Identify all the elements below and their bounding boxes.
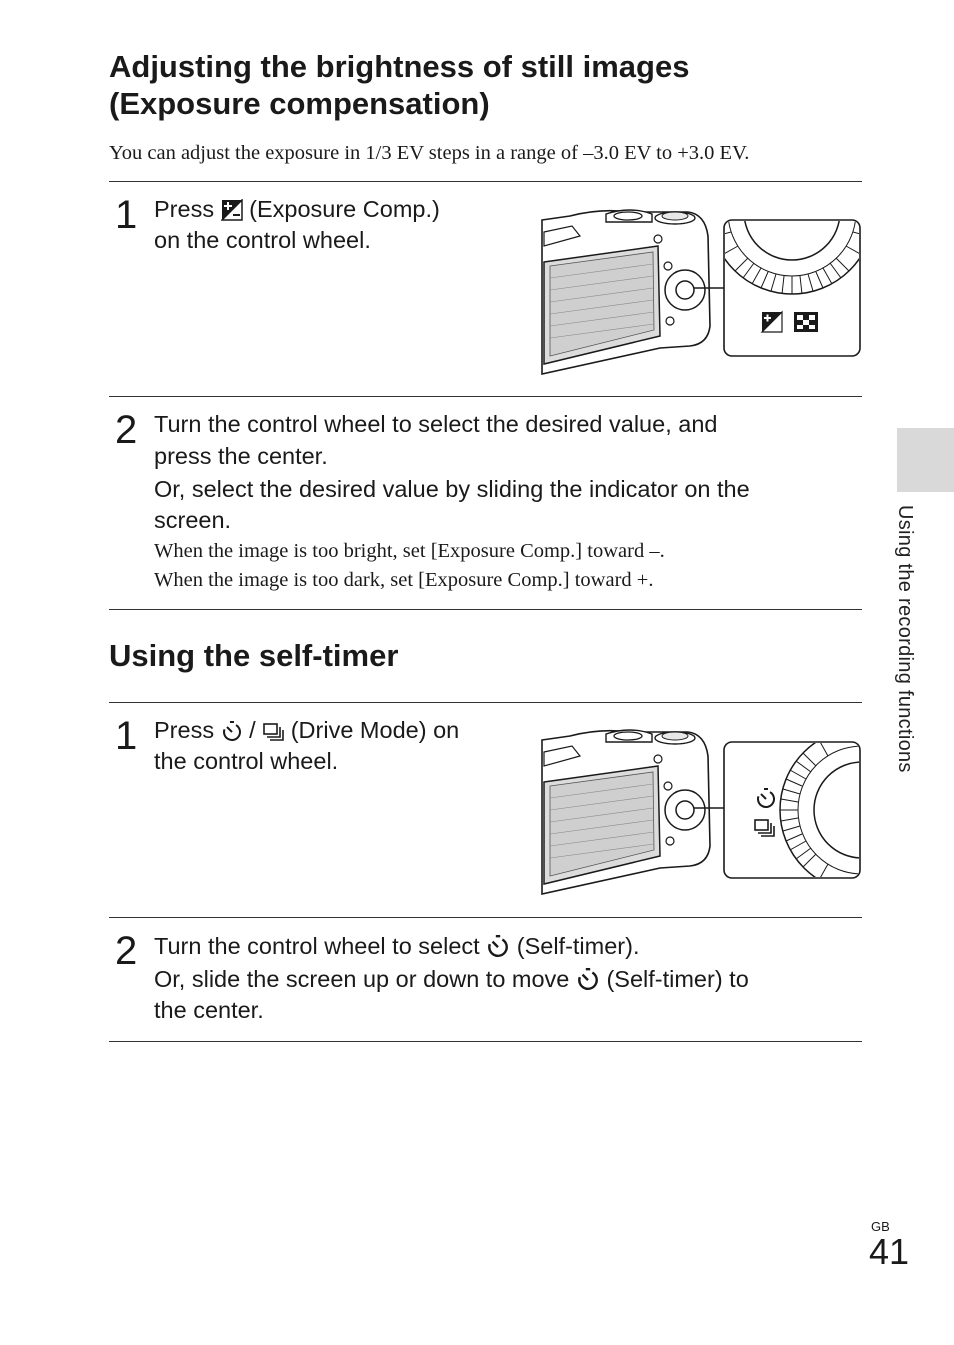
step-text-line2: the control wheel. — [154, 748, 339, 774]
divider — [109, 609, 862, 610]
step-text-drive-mode: (Drive Mode) on — [290, 717, 460, 743]
continuous-shooting-icon — [262, 720, 285, 742]
step-text-line1: Turn the control wheel to select — [154, 933, 480, 959]
step-text-exposure-comp: (Exposure Comp.) — [249, 196, 440, 222]
chapter-tab — [897, 428, 954, 492]
step-number: 2 — [115, 408, 138, 452]
step-2-text: Turn the control wheel to select (Self-t… — [154, 931, 864, 1026]
divider — [109, 181, 862, 182]
camera-illustration-exposure — [540, 206, 865, 378]
divider — [109, 917, 862, 918]
section-title-line2: (Exposure compensation) — [109, 86, 490, 121]
camera-illustration-drive-mode — [540, 726, 865, 898]
exposure-comp-icon — [220, 199, 243, 221]
step-text-line2: on the control wheel. — [154, 227, 371, 253]
step-text-line2: Or, slide the screen up or down to move — [154, 966, 570, 992]
divider — [109, 702, 862, 703]
step-text-self-timer: (Self-timer). — [516, 933, 640, 959]
self-timer-icon — [576, 967, 600, 991]
step-text-self-timer-to: (Self-timer) to — [606, 966, 749, 992]
divider — [109, 1041, 862, 1042]
step-text-line3: the center. — [154, 997, 264, 1023]
intro-text: You can adjust the exposure in 1/3 EV st… — [109, 142, 750, 164]
step-text-line2: press the center. — [154, 443, 328, 469]
step-1-text: Press / (Drive Mode) on the control whee… — [154, 715, 534, 777]
step-number: 1 — [115, 193, 138, 237]
note-too-bright: When the image is too bright, set [Expos… — [154, 540, 665, 562]
note-too-dark: When the image is too dark, set [Exposur… — [154, 569, 654, 591]
step-text-line3: Or, select the desired value by sliding … — [154, 476, 750, 502]
step-number: 2 — [115, 929, 138, 973]
step-text-press: Press — [154, 717, 215, 743]
self-timer-icon — [221, 720, 243, 742]
chapter-label-text: Using the recording functions — [894, 505, 916, 773]
step-text-press: Press — [154, 196, 215, 222]
section-title-line1: Adjusting the brightness of still images — [109, 49, 690, 84]
step-2-notes: When the image is too bright, set [Expos… — [154, 537, 864, 595]
step-text-line1: Turn the control wheel to select the des… — [154, 411, 718, 437]
page-number: 41 — [869, 1231, 910, 1272]
step-2-text: Turn the control wheel to select the des… — [154, 409, 864, 536]
step-number: 1 — [115, 714, 138, 758]
self-timer-icon — [486, 934, 510, 958]
chapter-label: Using the recording functions — [893, 505, 933, 835]
step-1-text: Press (Exposure Comp.) on the control wh… — [154, 194, 524, 256]
icon-separator: / — [249, 717, 256, 743]
section-title: Adjusting the brightness of still images… — [109, 48, 869, 122]
step-text-line4: screen. — [154, 507, 232, 533]
section-title-self-timer: Using the self-timer — [109, 638, 399, 673]
divider — [109, 396, 862, 397]
region-code: GB — [871, 1219, 890, 1234]
